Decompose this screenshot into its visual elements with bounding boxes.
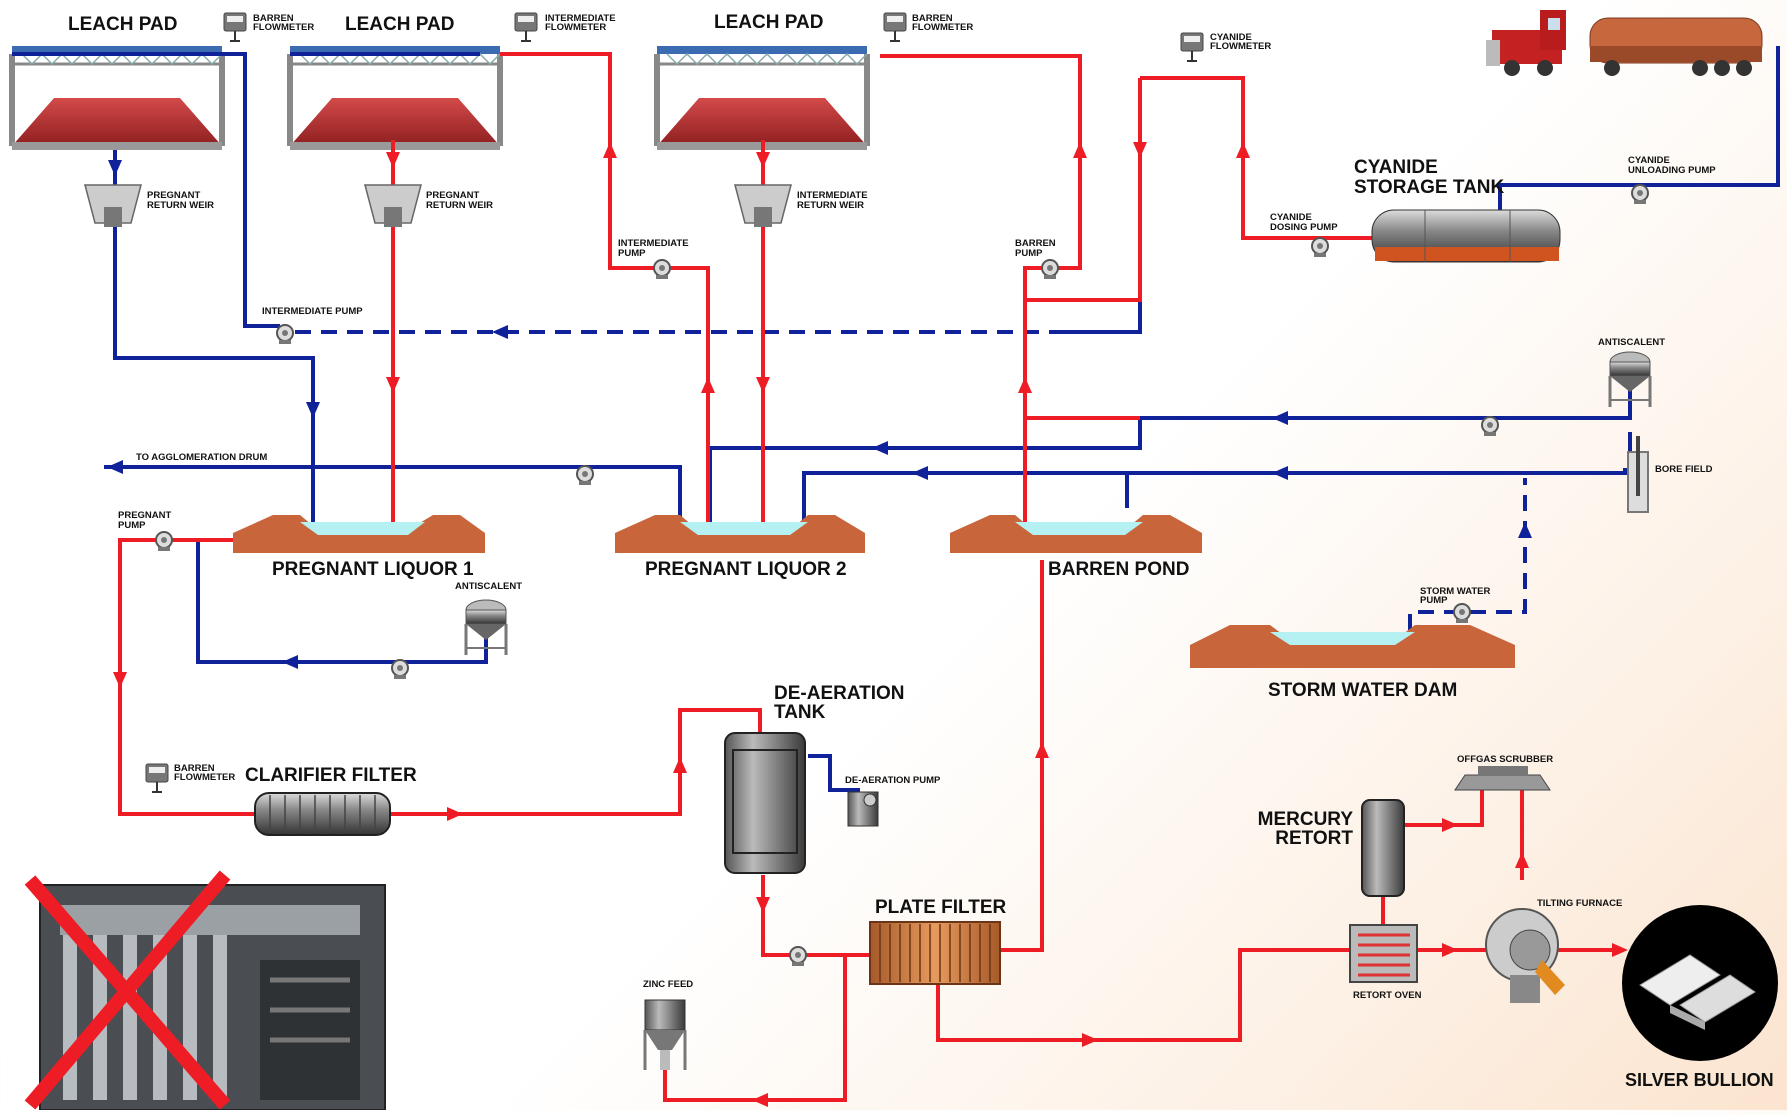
clarifier-filter-label: CLARIFIER FILTER	[245, 765, 417, 786]
bore-field-label: BORE FIELD	[1655, 464, 1713, 475]
antiscalent-right-label: ANTISCALENT	[1598, 337, 1665, 348]
pregnant-liquor-1-label: PREGNANT LIQUOR 1	[272, 559, 474, 580]
pump-icon	[577, 466, 593, 485]
flowmeter-icon	[224, 13, 246, 41]
leach-pad-2	[290, 46, 500, 150]
intermediate-return-weir	[735, 185, 791, 227]
leach-pad-3-label: LEACH PAD	[714, 12, 823, 33]
pump-icon	[392, 660, 408, 679]
storm-water-dam-label: STORM WATER DAM	[1268, 680, 1457, 701]
pregnant-liquor-1-pond	[233, 515, 485, 553]
pump-icon	[1632, 185, 1648, 204]
pregnant-return-weir-1	[85, 185, 141, 227]
offgas-scrubber-label: OFFGAS SCRUBBER	[1457, 754, 1553, 765]
pump-icon	[1482, 417, 1498, 436]
zinc-feed-label: ZINC FEED	[643, 979, 693, 990]
pump-icon	[790, 947, 806, 966]
storm-water-dam	[1190, 625, 1515, 668]
retort-oven-label: RETORT OVEN	[1353, 990, 1422, 1001]
retort-oven	[1350, 925, 1417, 982]
deaeration-pump	[848, 792, 878, 826]
flowmeter-icon	[146, 764, 168, 792]
zinc-feed-hopper	[645, 1000, 685, 1070]
pump-icon	[277, 325, 293, 344]
pregnant-return-weir-2	[365, 185, 421, 227]
plate-filter-label: PLATE FILTER	[875, 897, 1007, 918]
mercury-retort	[1362, 800, 1404, 896]
barren-pond	[950, 515, 1202, 553]
plate-filter	[870, 922, 1000, 984]
to-agglomeration-drum-label: TO AGGLOMERATION DRUM	[136, 452, 267, 463]
leach-pad-2-label: LEACH PAD	[345, 14, 454, 35]
intermediate-pump-left-label: INTERMEDIATE PUMP	[262, 306, 363, 317]
silver-bars-icon	[1622, 905, 1778, 1061]
pump-icon	[1042, 260, 1058, 279]
flowmeter-icon	[884, 13, 906, 41]
silver-bullion-label: SILVER BULLION	[1625, 1070, 1774, 1090]
tilting-furnace-label: TILTING FURNACE	[1537, 898, 1622, 909]
pregnant-liquor-2-label: PREGNANT LIQUOR 2	[645, 559, 847, 580]
pump-icon	[654, 260, 670, 279]
barren-pond-label: BARREN POND	[1048, 559, 1189, 580]
pump-icon	[1312, 238, 1328, 257]
deaeration-pump-label: DE-AERATION PUMP	[845, 775, 941, 786]
antiscalent-left-label: ANTISCALENT	[455, 581, 522, 592]
leach-pad-3	[657, 46, 867, 150]
offgas-scrubber	[1455, 766, 1550, 790]
tilting-furnace	[1486, 909, 1565, 1003]
flowmeter-icon	[1181, 33, 1203, 61]
rejected-photo-cross-icon	[30, 875, 385, 1110]
leach-pad-1-label: LEACH PAD	[68, 14, 177, 35]
deaeration-tank	[725, 733, 805, 873]
pump-icon	[1454, 604, 1470, 623]
cyanide-storage-tank	[1372, 210, 1560, 262]
tanker-truck-icon	[1486, 10, 1762, 76]
pregnant-lines	[12, 46, 1778, 790]
pump-icon	[156, 532, 172, 551]
clarifier-filter	[255, 793, 390, 835]
pregnant-liquor-2-pond	[615, 515, 865, 553]
leach-pad-1	[12, 46, 222, 150]
flowmeter-icon	[515, 13, 537, 41]
